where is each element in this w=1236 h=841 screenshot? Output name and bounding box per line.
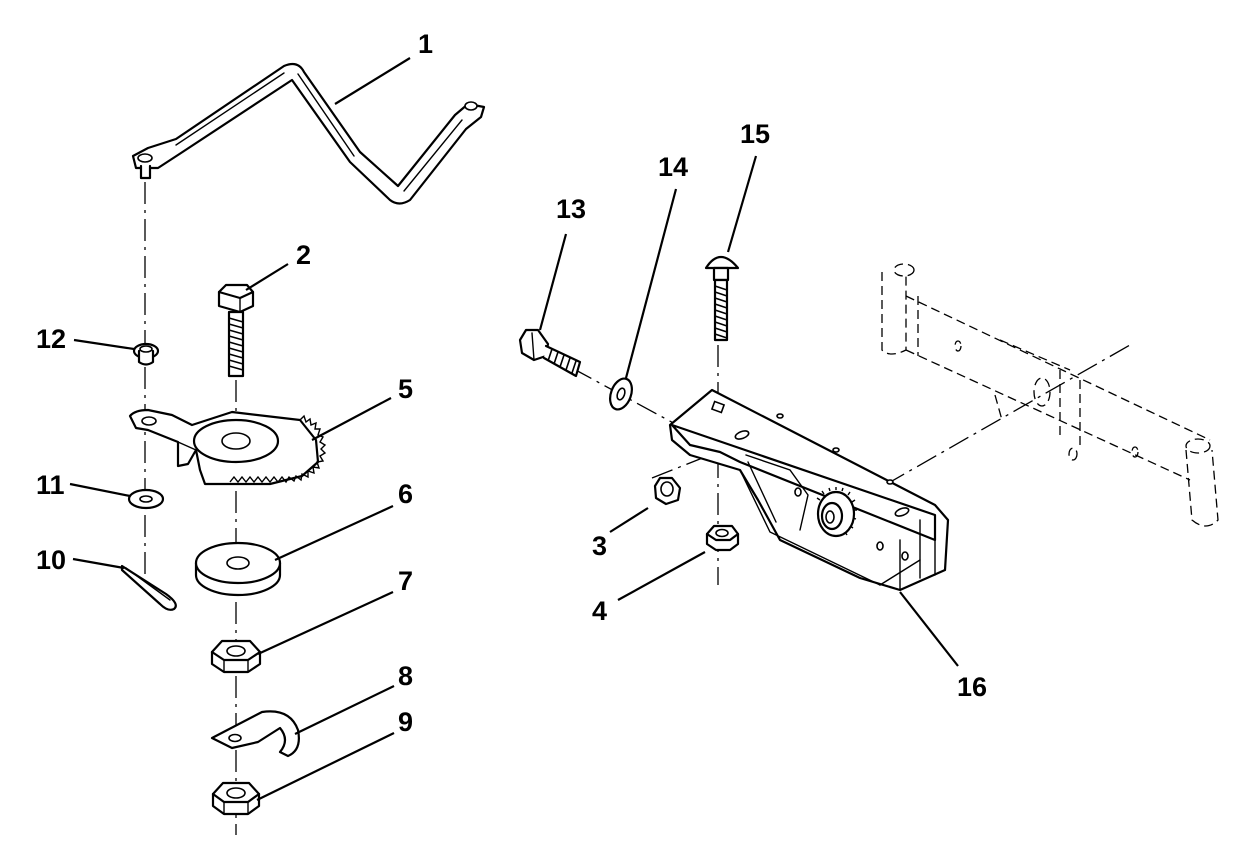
part-4-nut: [705, 524, 740, 552]
callout-4: 4: [592, 596, 607, 626]
part-13-hex-bolt: [518, 328, 582, 378]
callout-8: 8: [398, 661, 413, 691]
leader-3: [609, 507, 649, 533]
leader-8: [294, 685, 395, 735]
part-6-thick-washer: [194, 541, 282, 597]
callout-14: 14: [658, 152, 688, 182]
leader-5: [311, 397, 392, 441]
part-3-nut: [653, 476, 682, 506]
part-7-hex-nut: [210, 639, 262, 674]
callout-12: 12: [36, 324, 66, 354]
leader-6: [274, 504, 394, 562]
callout-labels: 1 2 3 4 5 6 7 8 9 10 11 12 13 14 15 16: [36, 29, 987, 737]
callout-13: 13: [556, 194, 586, 224]
part-10-cotter-pin: [120, 564, 177, 611]
part-2-bolt: [217, 283, 255, 378]
part-11-washer: [127, 488, 165, 510]
callout-5: 5: [398, 374, 413, 404]
callout-2: 2: [296, 240, 311, 270]
leader-15: [726, 155, 758, 253]
callout-16: 16: [957, 672, 987, 702]
leader-1: [334, 57, 411, 105]
leader-9: [256, 732, 395, 801]
callout-10: 10: [36, 545, 66, 575]
part-16-bracket: [668, 388, 950, 592]
part-15-carriage-bolt: [704, 255, 740, 342]
callout-1: 1: [418, 29, 433, 59]
callout-15: 15: [740, 119, 770, 149]
part-5-sector-gear: [128, 408, 327, 486]
part-8-clip: [210, 710, 300, 758]
leader-13: [538, 233, 568, 331]
leader-10: [72, 557, 125, 570]
part-14-washer: [609, 377, 633, 411]
callout-3: 3: [592, 531, 607, 561]
callout-11: 11: [36, 470, 65, 500]
leader-12: [73, 338, 135, 351]
leader-2: [245, 263, 289, 291]
leader-7: [257, 591, 394, 655]
leader-14: [624, 188, 678, 379]
phantom-frame: [881, 263, 1219, 527]
leader-4: [617, 551, 706, 601]
callout-6: 6: [398, 479, 413, 509]
leader-16: [899, 591, 959, 667]
callout-9: 9: [398, 707, 413, 737]
part-1-control-rod: [131, 62, 486, 205]
part-12-flange-nut: [132, 342, 160, 366]
leader-11: [69, 482, 131, 498]
callout-7: 7: [398, 566, 413, 596]
leader-lines: [69, 57, 959, 801]
part-9-hex-nut: [211, 781, 261, 816]
